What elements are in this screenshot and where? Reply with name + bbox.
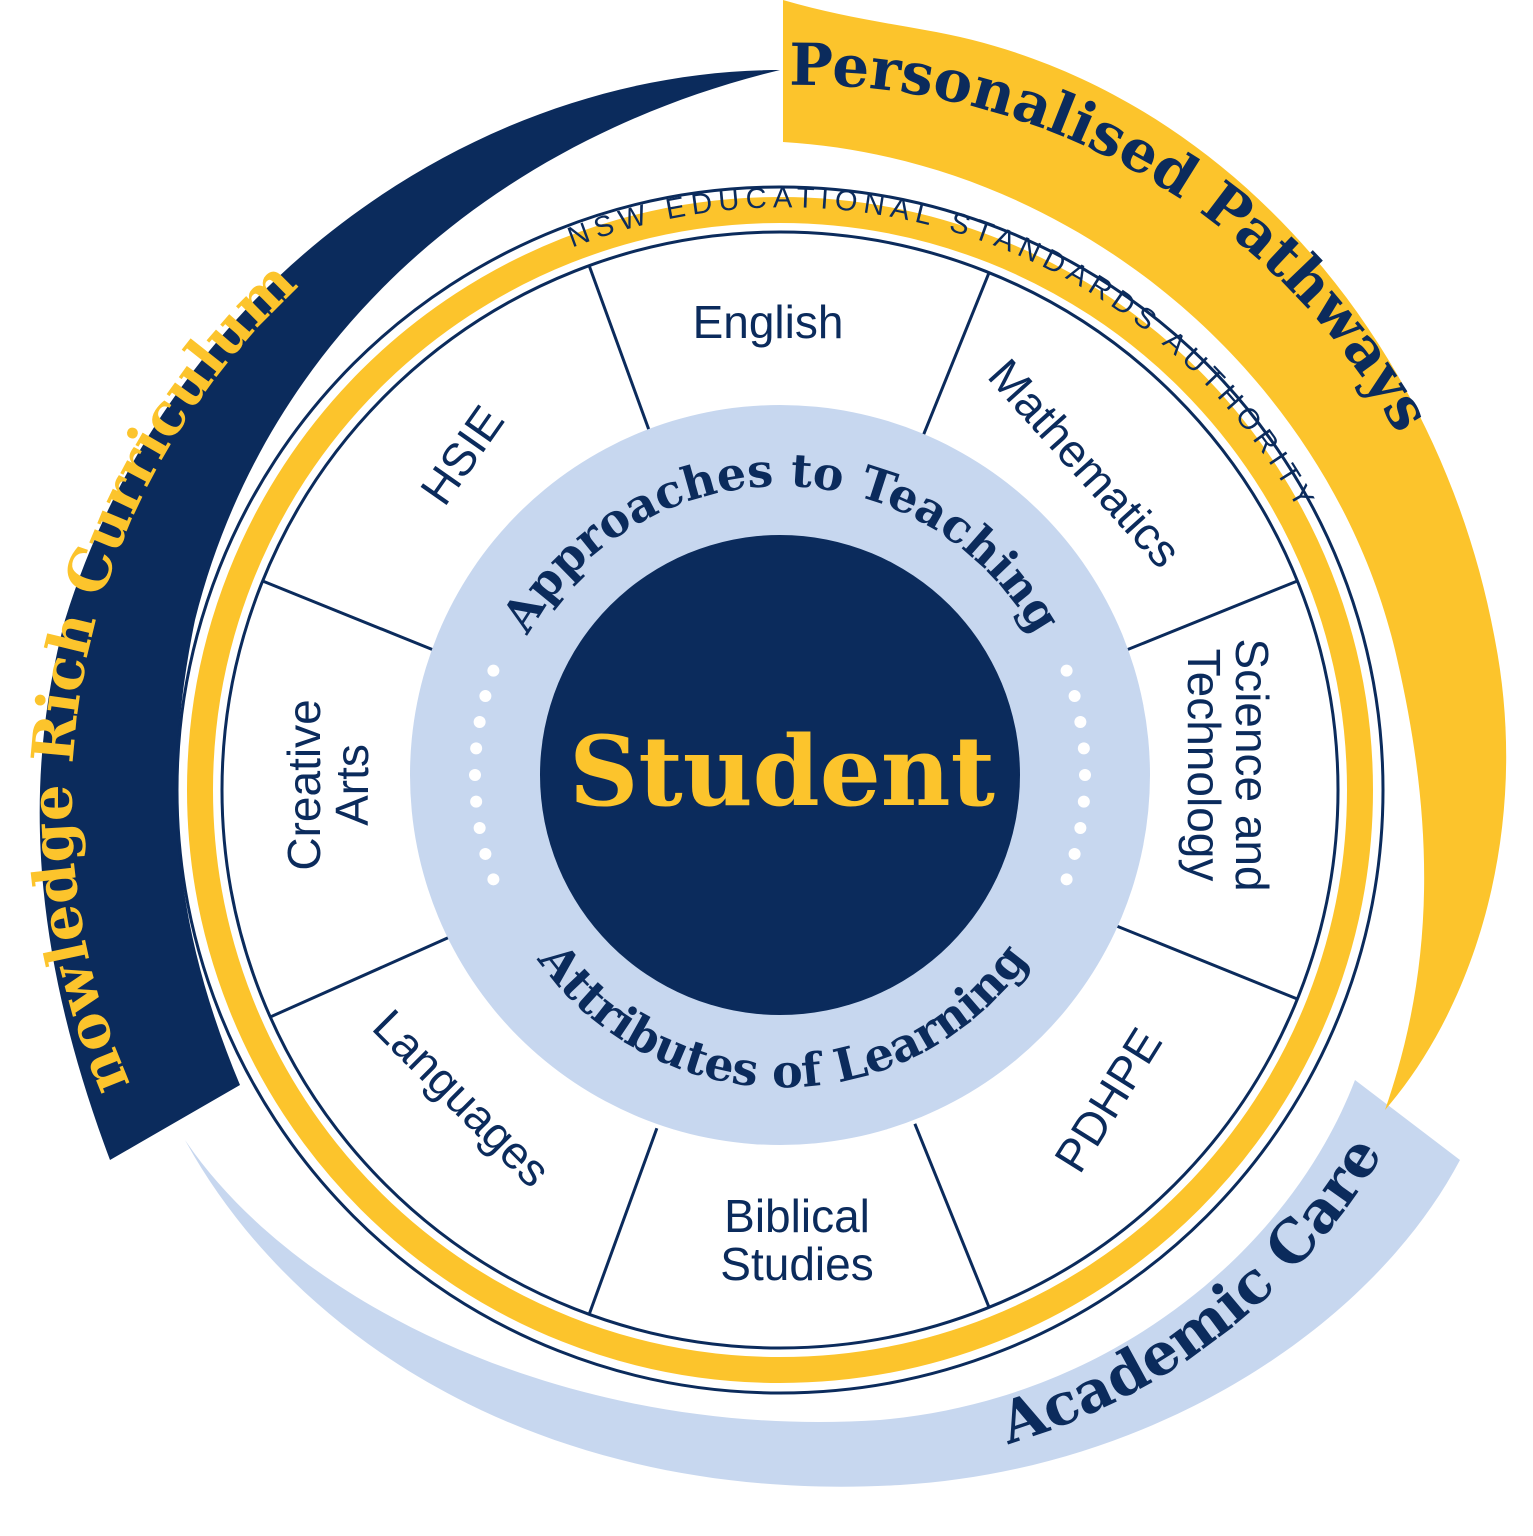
knowledge-curriculum-arc — [39, 70, 780, 1160]
subject-divider — [913, 1123, 991, 1308]
student-label: Student — [569, 715, 995, 828]
subject-label-line: Creative — [278, 699, 330, 870]
ring-dot — [487, 873, 500, 886]
subject-divider — [587, 265, 659, 453]
subject-label-line: Studies — [720, 1238, 873, 1290]
subject-label-line: Arts — [326, 744, 378, 826]
ring-dot — [1068, 690, 1081, 703]
ring-dot — [1074, 821, 1087, 834]
ring-dot — [1079, 769, 1091, 781]
ring-dot — [479, 690, 492, 703]
ring-dot — [487, 664, 500, 677]
subject-label-line: Technology — [1178, 649, 1230, 882]
ring-dot — [473, 821, 486, 834]
ring-dot — [479, 847, 492, 860]
subject-label-line: English — [693, 296, 844, 348]
subject-label-english: English — [693, 296, 844, 348]
subject-label-line: Science and — [1226, 638, 1278, 891]
ring-dot — [470, 742, 483, 755]
inner-ring-dots — [469, 664, 1091, 886]
ring-dot — [1074, 716, 1087, 729]
ring-dot — [1060, 664, 1073, 677]
subject-label-creative-arts: CreativeArts — [278, 699, 378, 870]
subject-dividers — [262, 265, 1298, 1315]
ring-dot — [1077, 795, 1090, 808]
subject-divider — [913, 272, 991, 457]
subject-divider — [262, 579, 447, 657]
ring-dot — [1077, 742, 1090, 755]
academic-care-arc — [185, 1080, 1460, 1487]
subject-label-science-technology: Science andTechnology — [1178, 638, 1278, 891]
authority-ring — [187, 197, 1373, 1383]
subject-divider — [1113, 579, 1298, 657]
ring-dot — [1060, 873, 1073, 886]
ring-dot — [1068, 847, 1081, 860]
personalised-pathways-arc — [783, 0, 1507, 1110]
ring-dot — [473, 716, 486, 729]
ring-dot — [469, 769, 481, 781]
student-core — [540, 535, 1020, 1015]
subject-divider — [587, 1127, 659, 1315]
subject-divider — [269, 935, 452, 1019]
subject-divider — [1113, 923, 1298, 1001]
ring-dot — [470, 795, 483, 808]
subject-label-line: Biblical — [724, 1190, 870, 1242]
